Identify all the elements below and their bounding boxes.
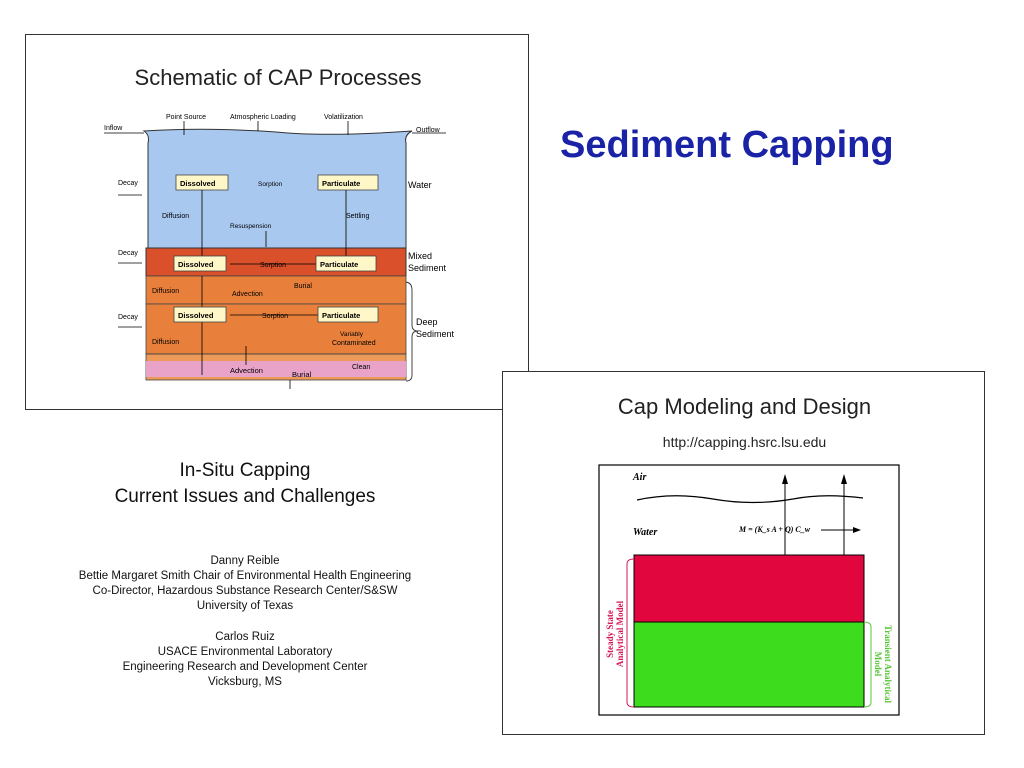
- svg-text:Particulate: Particulate: [322, 179, 360, 188]
- cap-model-diagram: Air Water M = (K_s A + Q) C_w Steady Sta…: [598, 464, 900, 716]
- clean-layer: [146, 361, 406, 377]
- decay-water-label: Decay: [118, 180, 138, 187]
- cap-layer-green: [633, 621, 865, 708]
- deep-sediment-label: Sediment: [416, 329, 455, 339]
- transient-label-line2: Model: [873, 652, 883, 677]
- settling-label: Settling: [346, 213, 369, 220]
- deep-sediment-brace: [405, 281, 419, 382]
- particulate-deep-box: [317, 306, 379, 323]
- author2-line3: Vicksburg, MS: [208, 676, 282, 688]
- air-label: Air: [632, 472, 646, 483]
- author2-line2: Engineering Research and Development Cen…: [122, 661, 368, 673]
- dissolved-mixed-box: [173, 255, 227, 272]
- mixed-sediment-label: Sediment: [408, 263, 447, 273]
- atmospheric-loading-label: Atmospheric Loading: [230, 114, 296, 121]
- author1-line1: Bettie Margaret Smith Chair of Environme…: [78, 570, 412, 582]
- sorption-water-label: Sorption: [258, 181, 283, 188]
- clean-label: Clean: [352, 364, 370, 371]
- cap-modeling-url[interactable]: http://capping.hsrc.lsu.edu: [662, 434, 827, 450]
- author1-line2: Co-Director, Hazardous Substance Researc…: [92, 585, 398, 597]
- mixed-label: Mixed: [408, 251, 432, 261]
- decay-deep-label: Decay: [118, 314, 138, 321]
- transient-label: Transient Analytical: [883, 625, 893, 704]
- particulate-water-box: [317, 174, 379, 191]
- deep-sediment-upper-layer: [145, 275, 407, 305]
- transient-bracket: [863, 621, 872, 708]
- diffusion-deep-label: Diffusion: [152, 339, 179, 346]
- decay-mixed-label: Decay: [118, 250, 138, 257]
- page-title: Sediment Capping: [560, 124, 894, 166]
- deep-label: Deep: [416, 317, 438, 327]
- diffusion-water-label: Diffusion: [162, 213, 189, 220]
- steady-state-bracket: [626, 558, 635, 708]
- steady-state-label-line2: Analytical Model: [615, 600, 625, 667]
- sorption-mixed-label: Sorption: [260, 262, 286, 269]
- capping-title-line1: In-Situ Capping: [179, 460, 311, 481]
- author2-name: Carlos Ruiz: [215, 631, 275, 643]
- variably-label: Variably: [340, 331, 364, 338]
- advection-upper-label: Advection: [232, 291, 263, 298]
- resuspension-label: Resuspension: [230, 223, 272, 230]
- svg-text:Particulate: Particulate: [320, 260, 358, 269]
- author1-line3: University of Texas: [196, 600, 294, 612]
- cap-layer-red: [633, 554, 865, 623]
- cap-schematic-diagram: Point Source Atmospheric Loading Volatil…: [104, 114, 455, 389]
- inflow-label: Inflow: [104, 125, 123, 132]
- water-surface-line: [636, 495, 864, 504]
- steady-state-label: Steady State: [605, 610, 615, 658]
- water-label: Water: [633, 527, 657, 538]
- advection-lower-label: Advection: [230, 366, 263, 375]
- capping-title-line2: Current Issues and Challenges: [114, 486, 376, 507]
- particulate-mixed-box: [315, 255, 377, 272]
- water-label: Water: [408, 180, 432, 190]
- cap-modeling-title: Cap Modeling and Design: [617, 394, 872, 419]
- author2-line1: USACE Environmental Laboratory: [157, 646, 333, 658]
- sorption-deep-label: Sorption: [262, 313, 288, 320]
- diffusion-upper-label: Diffusion: [152, 288, 179, 295]
- cap-modeling-card: Cap Modeling and Design http://capping.h…: [502, 371, 985, 735]
- volatilization-label: Volatilization: [324, 114, 363, 121]
- dissolved-deep-box: [173, 306, 227, 323]
- capping-title-slide: In-Situ Capping Current Issues and Chall…: [25, 458, 465, 690]
- cap-processes-title: Schematic of CAP Processes: [134, 65, 422, 90]
- point-source-label: Point Source: [166, 114, 206, 121]
- outflow-label: Outflow: [416, 127, 441, 134]
- svg-text:Dissolved: Dissolved: [178, 311, 214, 320]
- contaminated-label: Contaminated: [332, 340, 376, 347]
- water-layer: [142, 128, 413, 249]
- burial-upper-label: Burial: [294, 283, 312, 290]
- flux-formula: M = (K_s A + Q) C_w: [738, 525, 811, 534]
- cap-processes-card: Schematic of CAP Processes Point Source …: [25, 34, 529, 410]
- author1-name: Danny Reible: [210, 555, 280, 567]
- burial-lower-label: Burial: [292, 370, 312, 379]
- svg-text:Dissolved: Dissolved: [178, 260, 214, 269]
- svg-text:Dissolved: Dissolved: [180, 179, 216, 188]
- svg-text:Particulate: Particulate: [322, 311, 360, 320]
